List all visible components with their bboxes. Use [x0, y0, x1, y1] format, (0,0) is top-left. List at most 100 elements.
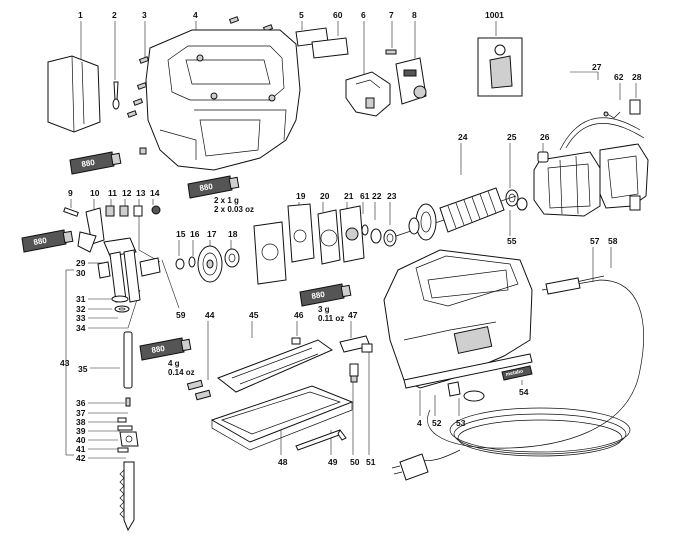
label-38: 38	[76, 417, 86, 427]
part-7-screw	[385, 49, 397, 55]
part-48-base-plate	[210, 385, 354, 451]
part-20-cam	[317, 209, 341, 265]
label-15: 15	[176, 229, 186, 239]
part-10-bracket	[77, 207, 105, 253]
label-25: 25	[507, 132, 517, 142]
label-34: 34	[76, 323, 86, 333]
label-4-top: 4	[193, 10, 198, 20]
tube-label: 880	[311, 290, 326, 301]
lubricant-qty-3b: 0.14 oz	[168, 368, 195, 377]
part-21-gear-plate	[339, 205, 365, 263]
part-number-labels: 1 2 3 4 5 60 6 7 8 1001 27 62 28 24 25 2…	[60, 10, 642, 467]
label-54: 54	[519, 387, 529, 397]
part-45-guide-shoe	[216, 339, 334, 393]
label-35: 35	[78, 364, 88, 374]
screw-icon	[138, 56, 150, 64]
part-62-wire	[603, 111, 621, 119]
label-19: 19	[296, 191, 306, 201]
lubricant-tube-1: 880	[69, 151, 122, 175]
label-29: 29	[76, 258, 86, 268]
part-24-armature	[395, 187, 517, 241]
part-4-housing-half	[145, 29, 301, 171]
label-6: 6	[361, 10, 366, 20]
part-23-bearing	[383, 229, 397, 247]
label-33: 33	[76, 313, 86, 323]
label-3: 3	[142, 10, 147, 20]
lubricant-qty-3a: 4 g	[168, 359, 180, 368]
label-50: 50	[350, 457, 360, 467]
label-10: 10	[90, 188, 100, 198]
part-35-plunger	[123, 331, 133, 389]
part-11-12-pads	[105, 205, 129, 217]
tube-label: 880	[81, 158, 96, 169]
label-4-bottom: 4	[417, 418, 422, 428]
label-8: 8	[412, 10, 417, 20]
label-60: 60	[333, 10, 343, 20]
part-60-plate	[311, 37, 349, 59]
part-31-34-washers	[111, 295, 130, 313]
label-41: 41	[76, 444, 86, 454]
saw-blade	[119, 461, 135, 532]
label-16: 16	[190, 229, 200, 239]
tube-label: 880	[199, 182, 214, 193]
part-57-58-power-cable	[419, 275, 644, 462]
lubricant-qty-2a: 3 g	[318, 305, 330, 314]
label-45: 45	[249, 310, 259, 320]
label-48: 48	[278, 457, 288, 467]
label-14: 14	[150, 188, 160, 198]
label-1: 1	[78, 10, 83, 20]
label-26: 26	[540, 132, 550, 142]
brand-plate-text: metabo	[505, 368, 524, 378]
label-5: 5	[299, 10, 304, 20]
label-17: 17	[207, 229, 217, 239]
label-27: 27	[592, 62, 602, 72]
tube-label: 880	[151, 344, 166, 355]
part-44-clips	[186, 379, 212, 401]
label-58: 58	[608, 236, 618, 246]
part-15-16-washers	[175, 256, 196, 270]
part-54-brand-plate: metabo	[501, 365, 533, 381]
label-52: 52	[432, 418, 442, 428]
label-2: 2	[112, 10, 117, 20]
screw-icon	[228, 16, 240, 24]
part-22-bearing	[370, 228, 382, 244]
lubricant-qty-2b: 0.11 oz	[318, 314, 344, 323]
part-25-bearing	[505, 189, 519, 207]
label-57: 57	[590, 236, 600, 246]
label-23: 23	[387, 191, 397, 201]
part-6-switch-module	[345, 71, 391, 117]
label-37: 37	[76, 408, 86, 418]
part-28-carbon-brush	[629, 99, 641, 211]
label-46: 46	[294, 310, 304, 320]
lubricant-tube-5: 880 4 g 0.14 oz	[139, 337, 195, 377]
screw-icon	[136, 82, 148, 90]
part-1-housing-liner	[47, 55, 101, 133]
lubricant-tube-3: 880 2 x 1 g 2 x 0.03 oz	[187, 175, 254, 214]
part-55-sleeve	[516, 197, 528, 211]
label-51: 51	[366, 457, 376, 467]
part-9-pin	[63, 207, 79, 217]
label-12: 12	[122, 188, 132, 198]
part-13-14-clips	[133, 205, 161, 217]
label-53: 53	[456, 418, 466, 428]
tube-label: 880	[33, 236, 48, 247]
lubricant-tube-2: 880	[21, 229, 74, 253]
label-21: 21	[344, 191, 354, 201]
label-28: 28	[632, 72, 642, 82]
part-4-assembled-jigsaw	[383, 249, 533, 389]
part-1001-inset	[477, 37, 523, 97]
label-42: 42	[76, 453, 86, 463]
label-49: 49	[328, 457, 338, 467]
screw-icon	[132, 98, 144, 106]
part-8-speed-control	[395, 57, 427, 105]
gear-housing-plate	[253, 221, 287, 285]
label-22: 22	[372, 191, 382, 201]
label-61: 61	[360, 191, 370, 201]
label-18: 18	[228, 229, 238, 239]
label-1001: 1001	[485, 10, 504, 20]
lubricant-qty-1b: 2 x 0.03 oz	[214, 205, 254, 214]
part-36-42-blade-clamp	[117, 397, 139, 453]
part-50-51-screws	[349, 343, 373, 383]
label-9: 9	[68, 188, 73, 198]
label-43: 43	[60, 358, 70, 368]
